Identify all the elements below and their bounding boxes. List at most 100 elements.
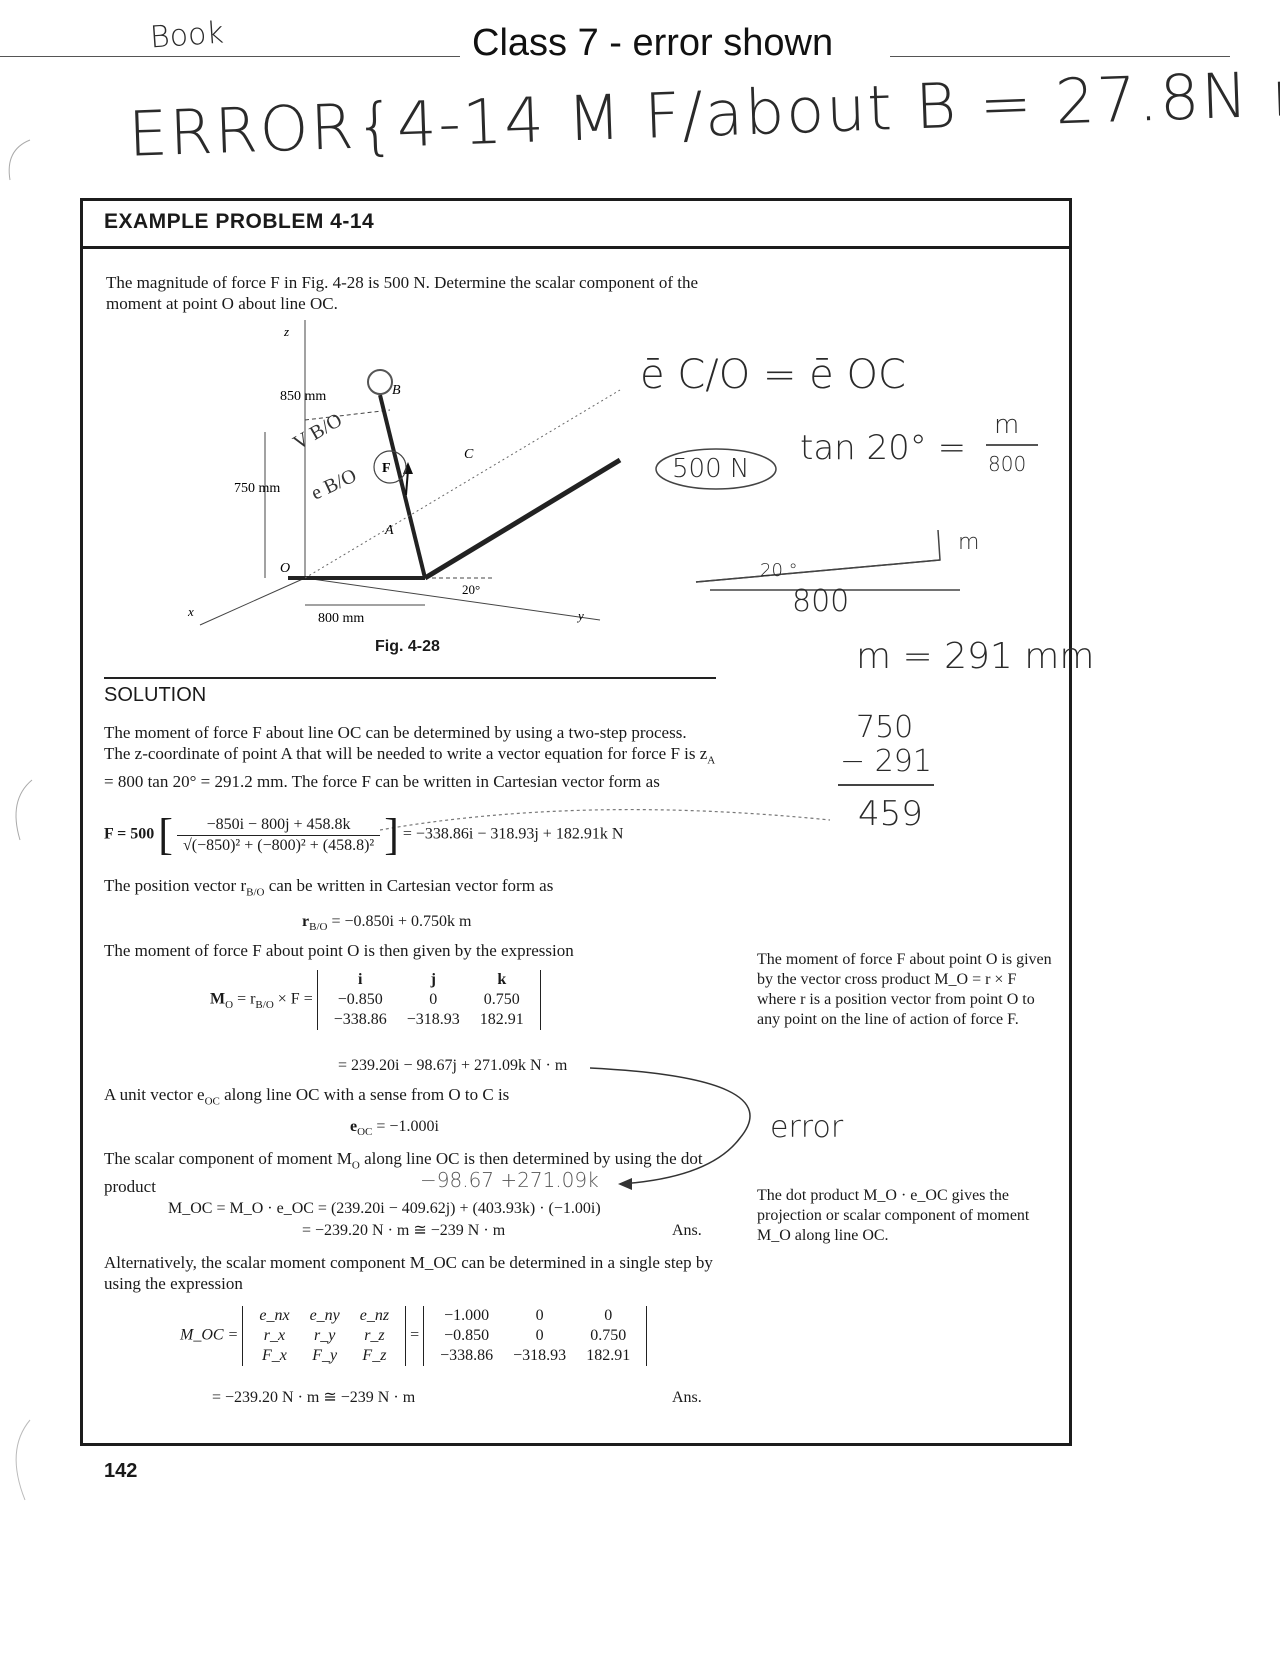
answer-label-1: Ans. [672,1222,702,1239]
figure-4-28: z x y O A B C F 850 mm 750 mm 800 mm 20°… [187,320,622,626]
figure-caption: Fig. 4-28 [375,638,440,655]
handwritten-triangle-angle: 20 ° [760,560,798,581]
handwritten-tan-fraction-bar [986,444,1038,446]
det-cell: 182.91 [479,1011,524,1028]
handwritten-triangle [695,529,960,591]
dot-product-equation-line-2: = −239.20 N · m ≅ −239 N · m [302,1222,506,1239]
handwritten-vbo: V B/O [290,409,346,454]
label-850mm: 850 mm [280,389,326,404]
posvec-eq-sub: B/O [309,921,328,934]
posvec-sub: B/O [246,886,265,899]
det-cell: k [497,971,507,988]
det-cell: e_nx [259,1307,290,1324]
scalar-component-text: The scalar component of moment MO along … [104,1148,716,1197]
force-eq-fraction: −850i − 800j + 458.8k √(−850)² + (−800)²… [176,815,381,856]
moment-lhs-eq-r: = r [233,990,256,1008]
force-eq-rhs: = −338.86i − 318.93j + 182.91k N [402,825,624,843]
solution-heading: SOLUTION [104,684,207,706]
det-cell: −318.93 [513,1347,567,1364]
det-cell: −338.86 [440,1347,494,1364]
det-cell: i [358,971,363,988]
member-ab [378,394,427,579]
alt-lhs: M_OC = [180,1326,239,1344]
handwritten-subtraction-rule [838,784,934,786]
handwritten-eb: e B/O [308,465,360,505]
side-note-dot-product: The dot product M_O · e_OC gives the pro… [757,1187,1030,1244]
example-title: EXAMPLE PROBLEM 4-14 [104,210,375,233]
scan-margin-mark-left [8,139,33,1501]
scalar-text-b: along line OC is then determined by usin… [104,1149,703,1197]
unitvec-text-a: A unit vector e [104,1085,205,1104]
moment-result: = 239.20i − 98.67j + 271.09k N · m [338,1057,568,1074]
handwritten-e-equation: ē C/O = ē OC [640,352,906,398]
det-cell: −318.93 [406,1011,460,1028]
handwritten-tan-numerator: m [994,410,1020,440]
label-f: F [382,461,391,476]
det-cell: e_nz [359,1307,390,1324]
answer-label-2: Ans. [672,1389,702,1406]
dot-product-equation-line-1: M_OC = M_O · e_OC = (239.20i − 409.62j) … [168,1200,601,1217]
posvec-eq-rhs: = −0.850i + 0.750k m [327,913,472,930]
det-cell: 0.750 [483,991,520,1008]
x-axis [199,577,306,626]
moment-text: The moment of force F about point O is t… [104,941,574,960]
unitvec-eq-lhs: e [350,1118,358,1135]
unitvec-eq-sub: OC [357,1126,373,1139]
moment-lhs-m: M [210,990,226,1008]
unitvec-eq-rhs: = −1.000i [372,1118,439,1135]
posvec-eq-lhs: r [302,913,310,930]
force-eq-lhs: F = 500 [104,825,155,843]
moment-lhs-sub-o: O [225,998,234,1011]
handwritten-error-arrow [590,1067,751,1190]
handwritten-subtraction-result: 459 [858,794,923,834]
alternative-text: Alternatively, the scalar moment compone… [104,1253,713,1293]
label-750mm: 750 mm [234,481,280,496]
det-cell: F_x [262,1347,287,1364]
book-handwritten-note: Book [148,15,225,56]
force-equation: F = 500 [ −850i − 800j + 458.8k √(−850)²… [104,813,623,857]
handwritten-triangle-base: 800 [792,584,850,619]
det-cell: r_y [314,1327,336,1344]
bracket-close: ] [384,810,399,859]
solution-para1-tail: = 800 tan 20° = 291.2 mm. The force F ca… [104,772,660,792]
example-header-rule [80,246,1072,249]
problem-statement: The magnitude of force F in Fig. 4-28 is… [106,273,699,313]
label-800mm: 800 mm [318,611,364,626]
side-note-cross-product: The moment of force F about point O is g… [757,951,1052,1028]
solution-rule [104,677,716,679]
force-arrow [405,469,409,496]
solution-para1-text: The moment of force F about line OC can … [104,723,708,763]
det-cell: 0 [535,1307,544,1324]
det-cell: −338.86 [333,1011,387,1028]
handwritten-tan-equation: tan 20° = [800,428,967,468]
unit-vector-text: A unit vector eOC along line OC with a s… [104,1084,509,1112]
label-y: y [576,608,584,623]
handwritten-m-result: m = 291 mm [856,636,1095,677]
solution-para1-sub: A [707,754,716,767]
det-cell: 0 [535,1327,544,1344]
det-cell: 0 [429,991,438,1008]
label-o: O [280,561,290,576]
det-cell: 0 [604,1307,613,1324]
pulley-b [367,369,393,395]
unitvec-sub: OC [204,1095,220,1108]
det-cell: −0.850 [444,1327,490,1344]
det-cell: e_ny [309,1307,340,1324]
det-cell: j [430,971,436,988]
label-20deg: 20° [462,582,480,597]
position-vector-equation: rB/O = −0.850i + 0.750k m [302,912,471,937]
handwritten-force-500n: 500 N [672,454,750,484]
handwritten-error-word: error [770,1110,844,1145]
handwritten-force-oval [655,448,777,490]
det-cell: −1.000 [444,1307,490,1324]
handwritten-arrow-to-459 [380,808,831,831]
moment-lhs-sub-bo: B/O [255,998,274,1011]
det-cell: F_z [362,1347,387,1364]
final-result: = −239.20 N · m ≅ −239 N · m [212,1389,416,1406]
top-rule-right [890,56,1230,57]
